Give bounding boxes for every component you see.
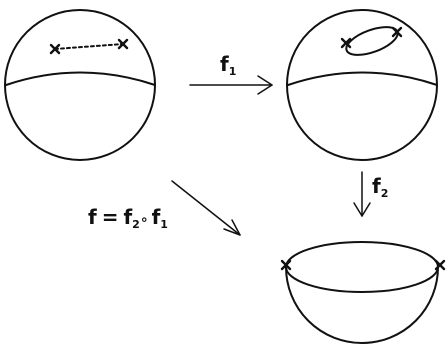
hemisphere [280,241,446,344]
sphere-2-equator [287,71,438,86]
sphere-1-equator [5,71,156,86]
arrow-f2-head [353,202,371,217]
cross-marker-left [49,43,61,55]
sphere-1 [4,9,156,161]
arrow-composite-shaft [171,180,241,236]
cross-marker-loop-left [340,37,352,49]
arrow-f1-head [257,75,273,95]
arrow-f2: f2 [353,171,388,217]
sphere-1-outline [4,9,156,161]
cross-marker-rim-right [434,259,446,271]
arrow-composite: f=f2∘f1 [88,180,241,236]
f2-label: f2 [372,174,388,200]
cross-marker-right [117,38,129,50]
hemisphere-bowl [285,266,439,344]
arrow-composite-head [223,219,241,236]
cross-marker-loop-right [391,26,403,38]
sphere-2 [286,9,438,161]
dotted-path [54,43,124,50]
cross-marker-rim-left [280,259,292,271]
f1-label: f1 [220,52,236,78]
hemisphere-rim [285,241,439,293]
composite-label: f=f2∘f1 [88,205,168,231]
arrow-f1: f1 [189,52,273,95]
